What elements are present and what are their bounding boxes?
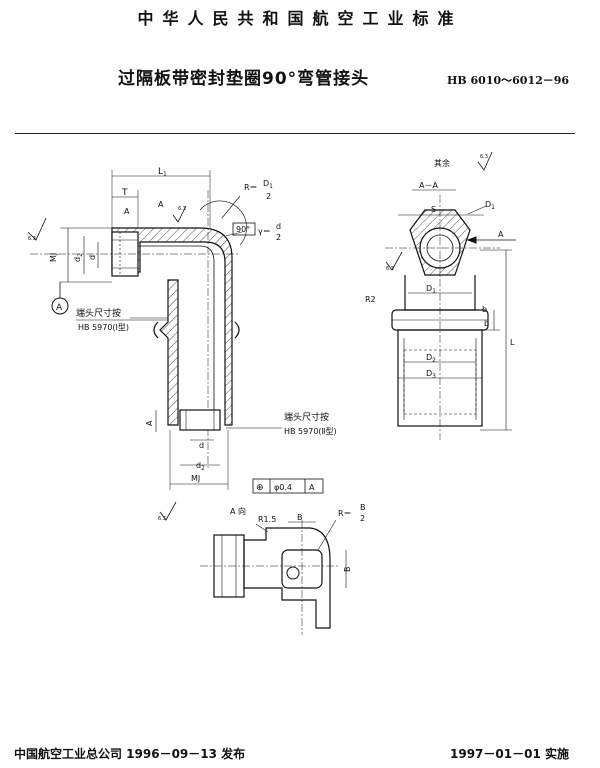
tolerance-datum: A <box>309 483 315 492</box>
section-a-a-view <box>385 151 516 440</box>
roughness-value: 6.3 <box>480 154 488 160</box>
dim-gamma: γ＝ <box>258 227 271 236</box>
datum-a-label: A <box>56 303 63 313</box>
tolerance-value: φ0.4 <box>274 483 292 492</box>
dim-d1-lower: D1 <box>426 284 436 295</box>
end-size-ref-1: HB 5970(Ⅰ型) <box>78 323 129 332</box>
main-elbow-view <box>27 170 324 521</box>
roughness-small-bottom: 6.3 <box>158 516 166 522</box>
dim-mj-left: MJ <box>49 253 58 262</box>
dim-a-top: A <box>124 207 130 216</box>
end-size-ref-2: HB 5970(Ⅱ型) <box>284 427 337 436</box>
view-a-label: A 向 <box>230 506 246 516</box>
dim-a-top-2: A <box>158 200 164 209</box>
dim-r-d1: D1 <box>263 179 273 190</box>
dim-a-left: A <box>145 420 154 426</box>
dim-r-view-a-b: B <box>360 503 366 512</box>
dim-d-left: d <box>88 255 97 260</box>
dim-r-view-a: R＝ <box>338 509 352 518</box>
header-rule <box>15 133 575 134</box>
end-size-label-2: 端头尺寸按 <box>284 411 329 423</box>
dim-b-right: B <box>343 567 352 573</box>
dim-b-top: B <box>297 513 303 522</box>
dim-s: S <box>431 205 436 214</box>
document-code: HB 6010～6012－96 <box>447 74 570 87</box>
roughness-prefix: 其余 <box>434 158 450 168</box>
footer-effective: 1997－01－01 实施 <box>450 747 569 761</box>
dim-r-view-a-two: 2 <box>360 514 365 523</box>
tolerance-symbol: ⊕ <box>256 483 264 493</box>
arrow-a-label: A <box>498 230 504 239</box>
standard-header: 中华人民共和国航空工业标准 <box>137 9 463 28</box>
dim-r-two: 2 <box>266 192 271 201</box>
dim-r15: R1.5 <box>258 515 276 524</box>
footer-issuer: 中国航空工业总公司 1996－09－13 发布 <box>14 747 246 761</box>
section-label: A－A <box>419 181 438 190</box>
dim-gamma-d: d <box>276 222 281 231</box>
dim-b-2: b <box>484 319 489 328</box>
dim-r2: R2 <box>365 295 376 304</box>
view-a <box>200 519 347 635</box>
dim-l-section: L <box>510 338 515 347</box>
dim-b-1: b <box>482 305 487 314</box>
dim-d1-section: D1 <box>485 200 495 211</box>
angle-90: 90° <box>236 225 250 234</box>
dim-t: T <box>121 188 128 198</box>
dim-d3-section: D3 <box>426 369 436 380</box>
dim-mj-bottom: MJ <box>191 474 200 483</box>
dim-l1: L1 <box>158 167 167 178</box>
roughness-small-left: 6.3 <box>28 236 36 242</box>
dim-d2-section: D2 <box>426 353 436 364</box>
roughness-small-hex: 6.3 <box>386 266 394 272</box>
document-title: 过隔板带密封垫圈90°弯管接头 <box>118 69 370 89</box>
roughness-small-top: 6.3 <box>178 206 186 212</box>
dim-d2-left: d2 <box>73 253 84 262</box>
end-size-label-1: 端头尺寸按 <box>76 307 121 319</box>
dim-r: R＝ <box>244 183 258 192</box>
dim-gamma-two: 2 <box>276 233 281 242</box>
dim-d2-bottom: d2 <box>196 461 205 472</box>
dim-d-bottom: d <box>199 441 204 450</box>
